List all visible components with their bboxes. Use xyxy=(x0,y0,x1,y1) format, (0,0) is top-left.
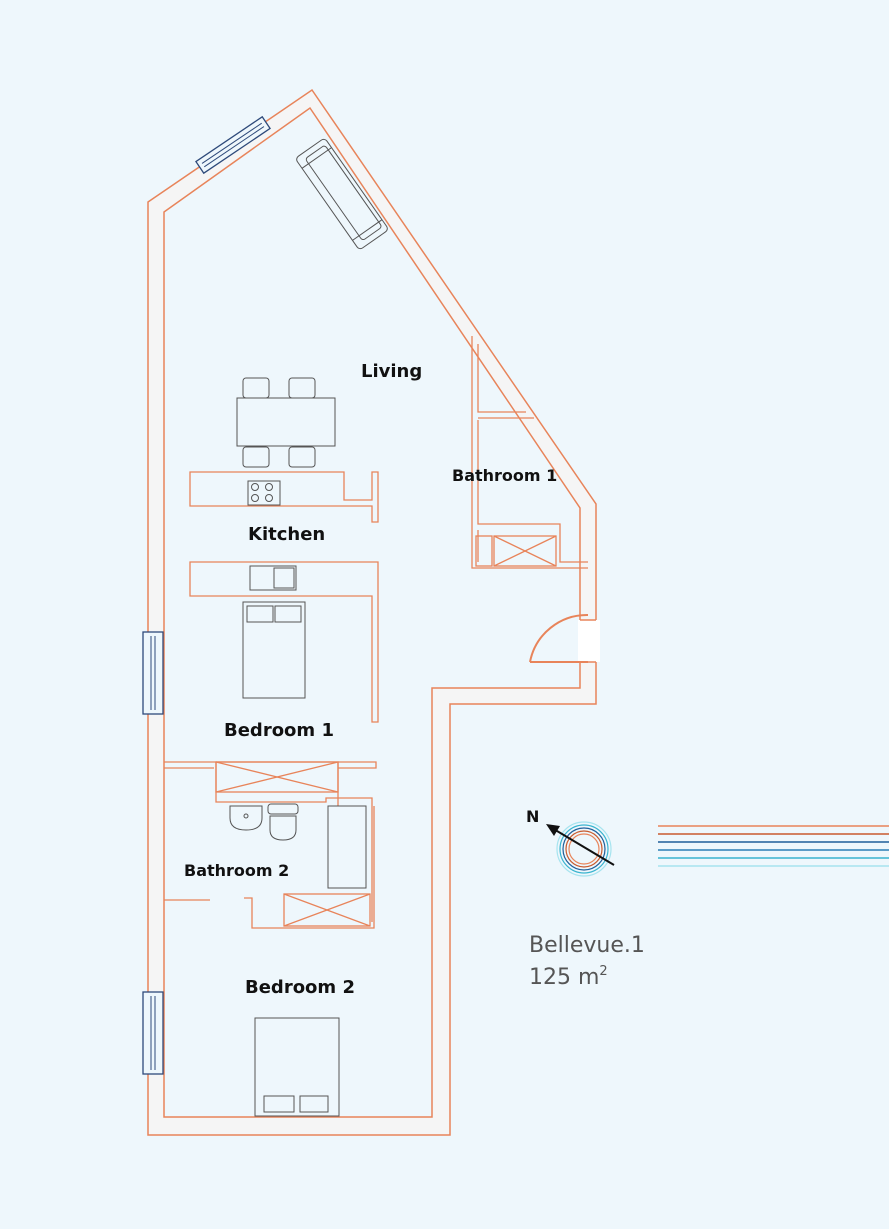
dining-table-icon xyxy=(236,377,336,468)
compass-north-label: N xyxy=(526,807,539,826)
window-bedroom-2 xyxy=(142,991,164,1075)
entrance-gap xyxy=(578,620,600,662)
sink-icon xyxy=(249,565,297,591)
room-label-bedroom-1: Bedroom 1 xyxy=(224,720,334,741)
stove-icon xyxy=(247,480,281,506)
unit-area-superscript: 2 xyxy=(599,964,607,979)
decorative-stripes xyxy=(658,825,889,867)
bathroom-1-walls xyxy=(471,336,588,569)
room-label-bathroom-1: Bathroom 1 xyxy=(452,466,557,485)
outer-wall xyxy=(147,88,597,1136)
room-label-living: Living xyxy=(361,361,422,382)
unit-area: 125 m2 xyxy=(529,964,608,990)
bed-1-icon xyxy=(242,601,306,699)
sofa-icon xyxy=(296,138,388,250)
bed-2-icon xyxy=(254,1017,340,1117)
unit-name: Bellevue.1 xyxy=(529,933,645,958)
window-top xyxy=(195,115,271,175)
compass-icon xyxy=(546,821,615,877)
bathroom-2-fixtures xyxy=(229,803,367,889)
room-label-bedroom-2: Bedroom 2 xyxy=(245,977,355,998)
window-bedroom-1 xyxy=(142,631,164,715)
kitchen-counters xyxy=(189,471,379,723)
room-label-kitchen: Kitchen xyxy=(248,524,325,545)
room-label-bathroom-2: Bathroom 2 xyxy=(184,861,289,880)
bathroom-2-walls xyxy=(164,761,377,929)
entrance-door-swing xyxy=(529,613,589,663)
